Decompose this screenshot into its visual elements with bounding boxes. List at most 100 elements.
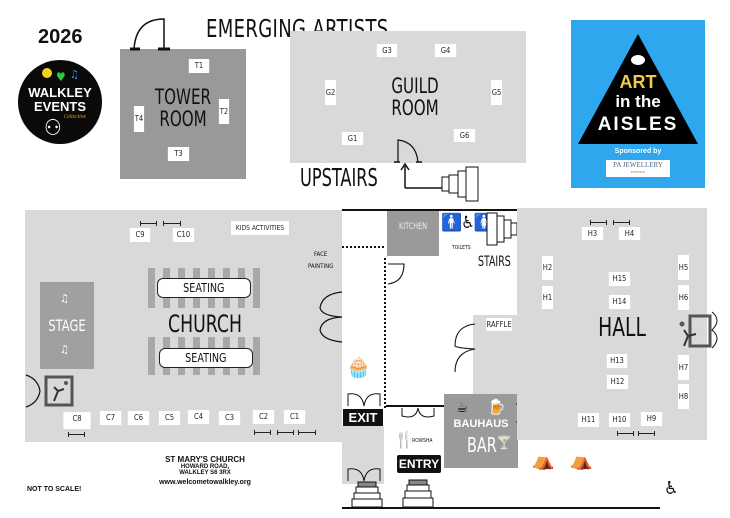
table-h15[interactable]: H15 xyxy=(608,272,631,286)
table-g6[interactable]: G6 xyxy=(453,129,476,142)
pew xyxy=(148,268,155,308)
table-c5[interactable]: C5 xyxy=(158,411,181,425)
cutlery-icon: 🍴 xyxy=(394,430,414,449)
people-icon: ⚇ xyxy=(44,116,62,141)
face-line1: FACE xyxy=(313,251,328,258)
table-h14[interactable]: H14 xyxy=(608,295,631,309)
stage xyxy=(40,282,94,369)
beer-icon: 🍺 xyxy=(487,398,506,416)
table-h1[interactable]: H1 xyxy=(541,286,554,309)
table-t4[interactable]: T4 xyxy=(133,106,145,132)
palette-icon xyxy=(631,55,645,65)
kitchen-label: KITCHEN xyxy=(398,222,428,232)
table-c6[interactable]: C6 xyxy=(127,411,150,425)
table-h9[interactable]: H9 xyxy=(640,412,663,426)
table-g1[interactable]: G1 xyxy=(341,132,364,145)
table-g5[interactable]: G5 xyxy=(490,80,503,105)
toilets-label: TOILETS xyxy=(452,245,471,251)
seating-label: SEATING xyxy=(185,351,227,365)
table-h5[interactable]: H5 xyxy=(677,255,690,280)
table-t2[interactable]: T2 xyxy=(218,99,230,124)
seating-label: SEATING xyxy=(183,281,225,295)
table-c8[interactable]: C8 xyxy=(63,412,91,429)
year-label: 2026 xyxy=(38,26,83,48)
church-fire-exit-icon xyxy=(25,374,74,408)
raffle-table[interactable]: RAFFLE xyxy=(486,318,512,331)
stage-label: STAGE xyxy=(48,316,86,335)
measure-marker xyxy=(163,221,181,226)
table-h10[interactable]: H10 xyxy=(608,413,631,427)
triangle-shape xyxy=(578,34,698,144)
heart-icon: ♥ xyxy=(56,70,66,84)
seating-block-top: SEATING xyxy=(157,278,251,298)
table-h2[interactable]: H2 xyxy=(541,256,554,280)
upstairs-label: UPSTAIRS xyxy=(300,163,378,192)
cocktail-icon: 🍸 xyxy=(496,436,513,451)
table-h11[interactable]: H11 xyxy=(577,413,600,427)
walkley-events-logo: ♥ ♫ WALKLEY EVENTS Collective ⚇ xyxy=(18,60,102,144)
face-painting-label: FACE PAINTING xyxy=(308,249,333,273)
tower-line2: ROOM xyxy=(159,107,207,131)
kitchen-door-icon xyxy=(387,263,405,285)
sun-icon xyxy=(42,68,52,78)
table-g2[interactable]: G2 xyxy=(324,80,337,105)
table-c4[interactable]: C4 xyxy=(187,410,210,424)
pew xyxy=(148,337,155,375)
table-c9[interactable]: C9 xyxy=(129,228,151,242)
table-h6[interactable]: H6 xyxy=(677,285,690,310)
website-link[interactable]: www.welcometowalkley.org xyxy=(159,479,251,486)
events-text: EVENTS xyxy=(33,99,86,114)
exit-steps-icon xyxy=(351,481,383,508)
sponsor-name: PA JEWELLERY xyxy=(613,161,663,169)
dotted-wall xyxy=(342,246,384,248)
entry-inner-door-icon xyxy=(401,407,435,418)
upstairs-stairs-icon xyxy=(441,166,479,202)
measure-marker xyxy=(277,430,294,435)
kids-activities[interactable]: KIDS ACTIVITIES xyxy=(231,221,289,235)
entry-sign: ENTRY xyxy=(397,455,441,473)
measure-marker xyxy=(254,430,271,435)
address-line1: HOWARD ROAD, xyxy=(180,464,230,470)
table-h12[interactable]: H12 xyxy=(606,375,629,389)
table-c10[interactable]: C10 xyxy=(172,228,195,242)
ground-line xyxy=(342,507,660,509)
picnic-table-icon: ⛺ xyxy=(570,450,593,471)
measure-marker xyxy=(617,431,634,436)
measure-marker xyxy=(298,430,316,435)
table-c7[interactable]: C7 xyxy=(99,411,122,425)
table-t1[interactable]: T1 xyxy=(188,59,210,73)
table-t3[interactable]: T3 xyxy=(167,147,190,161)
table-c2[interactable]: C2 xyxy=(252,410,275,424)
pew xyxy=(253,337,260,375)
sponsor-badge: PA JEWELLERY SHEFFIELD xyxy=(606,160,670,177)
table-g4[interactable]: G4 xyxy=(434,44,457,57)
table-h4[interactable]: H4 xyxy=(618,227,641,240)
table-h3[interactable]: H3 xyxy=(581,227,604,240)
food-vendor-label: ROWSHA xyxy=(412,438,433,444)
measure-marker xyxy=(140,221,157,226)
exit-double-door-icon xyxy=(347,393,381,407)
table-h13[interactable]: H13 xyxy=(606,354,628,368)
kitchen xyxy=(387,211,439,256)
church-name: CHURCH xyxy=(168,310,242,338)
measure-marker xyxy=(638,431,655,436)
sponsor-sub: SHEFFIELD xyxy=(630,170,646,174)
corridor-wall-top xyxy=(342,209,517,211)
tower-line1: TOWER xyxy=(154,85,212,109)
table-h8[interactable]: H8 xyxy=(677,384,690,409)
aisles-text: AISLES xyxy=(597,114,679,135)
toilets-icon: 🚹♿🚺 xyxy=(441,213,495,233)
table-c3[interactable]: C3 xyxy=(218,411,241,425)
exit-corridor xyxy=(342,426,384,484)
venue-name: ST MARY'S CHURCH xyxy=(165,455,245,464)
address-line2: WALKLEY S6 3RX xyxy=(179,470,231,476)
hall-side-door-icon xyxy=(454,323,476,373)
face-line2: PAINTING xyxy=(308,263,334,270)
table-h7[interactable]: H7 xyxy=(677,355,690,380)
table-c1[interactable]: C1 xyxy=(283,410,306,424)
hall-area xyxy=(517,208,707,440)
table-g3[interactable]: G3 xyxy=(376,44,398,57)
coffee-icon: ☕ xyxy=(456,398,469,416)
